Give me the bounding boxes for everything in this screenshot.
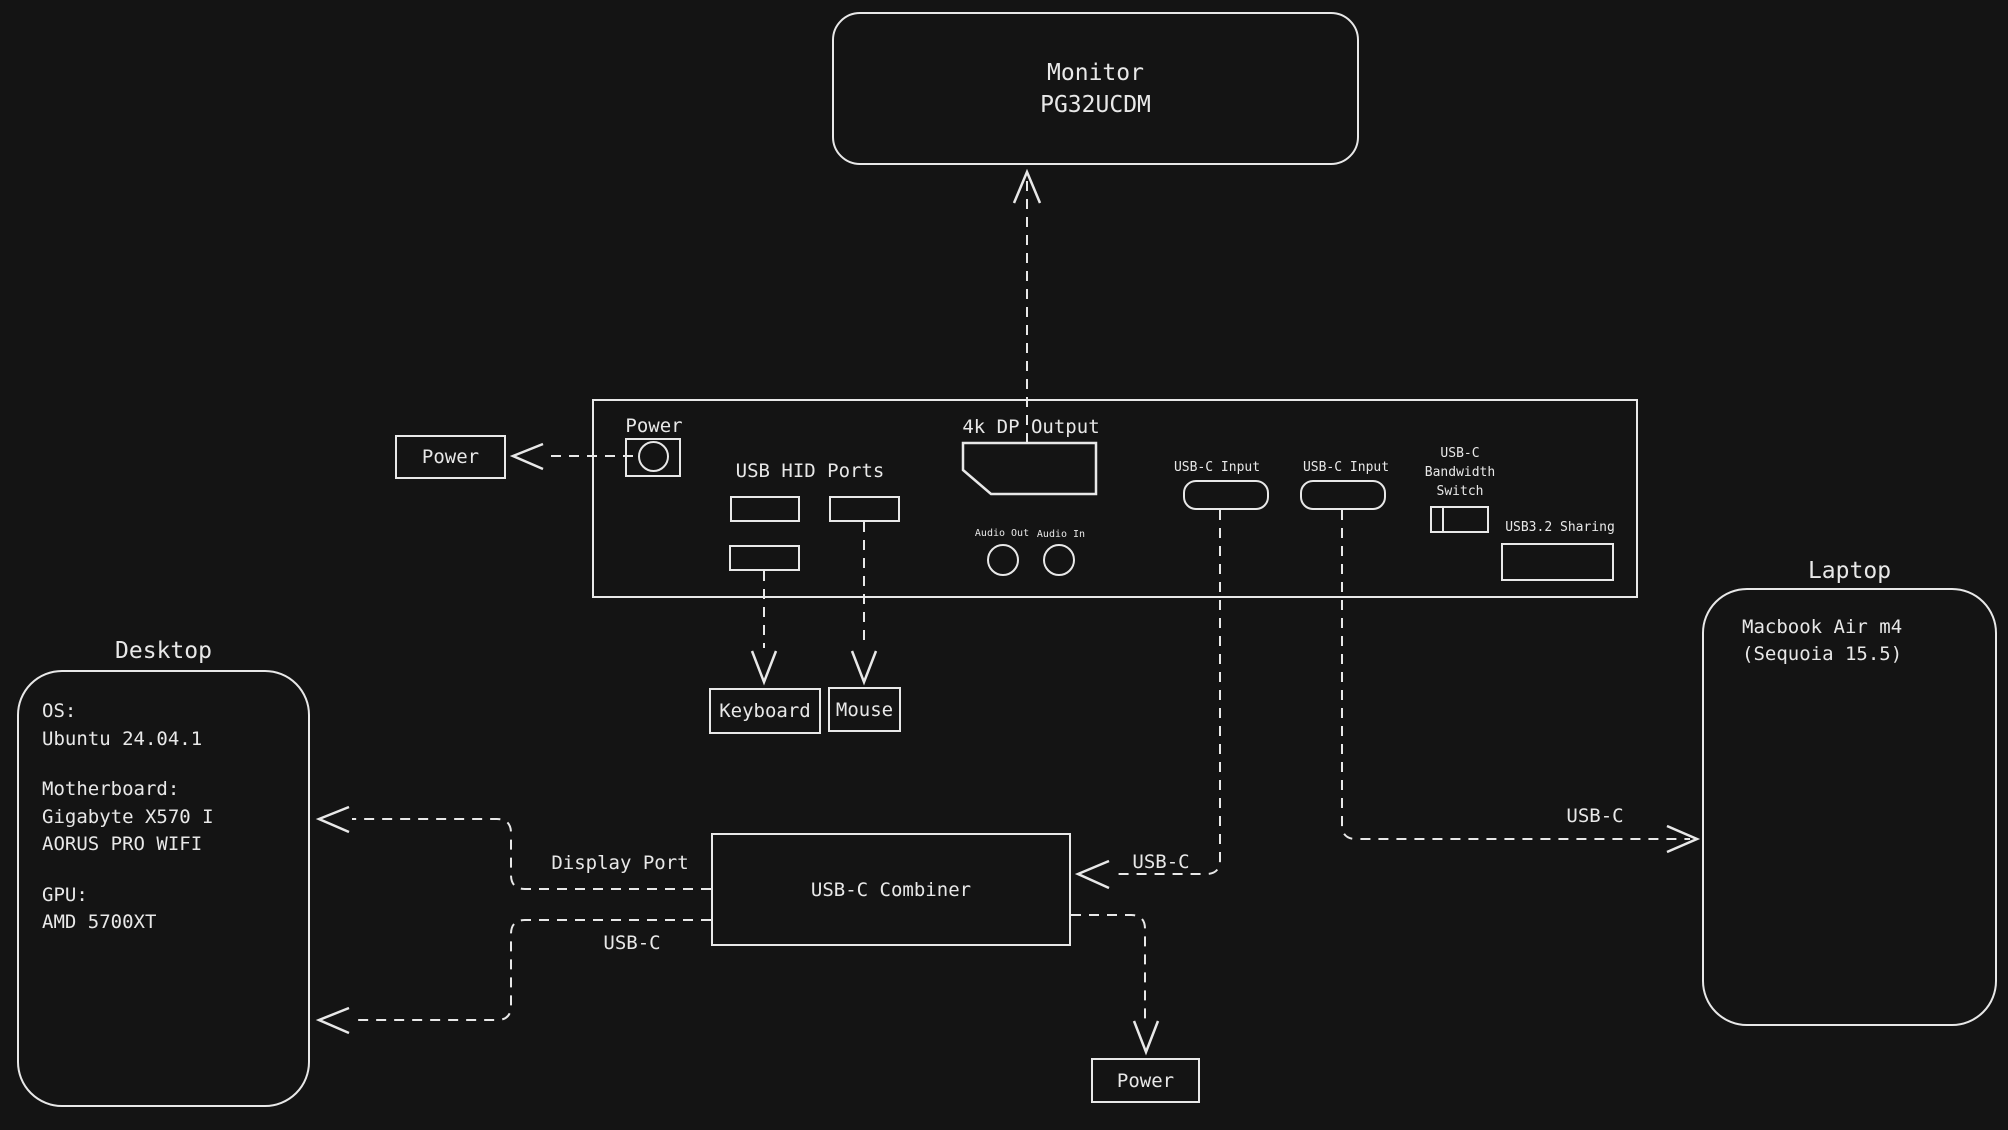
bandwidth-switch: [1430, 506, 1489, 533]
power-box-left: Power: [395, 435, 506, 479]
mouse-box: Mouse: [828, 687, 901, 732]
power-box-bottom: Power: [1091, 1058, 1200, 1103]
keyboard-box: Keyboard: [709, 688, 821, 734]
usb32-sharing-label: USB3.2 Sharing: [1505, 519, 1615, 535]
desktop-gpu-value: AMD 5700XT: [42, 911, 157, 933]
display-port-link-label: Display Port: [551, 852, 689, 874]
usbc-input2-to-laptop-line: [1341, 510, 1690, 840]
desktop-os-value: Ubuntu 24.04.1: [42, 727, 203, 750]
desktop-title: Desktop: [115, 638, 212, 664]
usbc-desktop-link-label: USB-C: [603, 932, 661, 954]
dp-output-label: 4k DP Output: [962, 416, 1100, 438]
arrowhead-to-desktop-usbc: [315, 1006, 350, 1035]
laptop-specs: Macbook Air m4 (Sequoia 15.5): [1742, 614, 1982, 667]
dp-connector-icon: [961, 441, 1098, 496]
usbc-desktop-line: [352, 919, 711, 1021]
monitor-box: Monitor PG32UCDM: [832, 12, 1359, 165]
arrowhead-to-combiner: [1074, 859, 1110, 890]
combiner-power-line: [1071, 914, 1146, 1020]
laptop-title: Laptop: [1807, 558, 1892, 584]
desktop-gpu-label: GPU:: [42, 883, 88, 906]
usb-hid-ports-label: USB HID Ports: [735, 460, 885, 482]
arrowhead-to-desktop-dp: [315, 805, 350, 834]
desktop-motherboard-value-2: AORUS PRO WIFI: [42, 833, 203, 855]
desktop-motherboard-value-1: Gigabyte X570 I: [42, 805, 214, 828]
desktop-specs: OS: Ubuntu 24.04.1 Motherboard: Gigabyte…: [42, 698, 292, 937]
usbc-input-2-port: [1300, 480, 1386, 510]
desktop-box: [17, 670, 310, 1107]
audio-out-jack: [987, 544, 1019, 576]
desktop-motherboard-label: Motherboard:: [42, 778, 180, 800]
arrowhead-to-laptop: [1666, 824, 1701, 854]
audio-in-label: Audio In: [1036, 528, 1086, 540]
audio-in-jack: [1043, 544, 1075, 576]
audio-out-label: Audio Out: [974, 527, 1030, 539]
usb-hid-port: [730, 496, 800, 522]
arrowhead-to-mouse: [850, 650, 878, 686]
usbc-input-2-label: USB-C Input: [1302, 459, 1390, 475]
laptop-os: (Sequoia 15.5): [1742, 642, 1903, 665]
usbc-input-1-port: [1183, 480, 1269, 510]
arrowhead-to-power-left: [509, 442, 544, 471]
usb-hid-port: [729, 545, 800, 571]
monitor-model: PG32UCDM: [1040, 91, 1151, 118]
bandwidth-switch-label: USB-C Bandwidth Switch: [1424, 446, 1496, 499]
arrowhead-to-keyboard: [750, 650, 778, 686]
usbc-input1-to-combiner-line: [1112, 510, 1221, 875]
monitor-title: Monitor: [1047, 59, 1144, 86]
power-jack: [625, 438, 681, 477]
desktop-os-label: OS:: [42, 700, 77, 722]
hub-power-label: Power: [625, 415, 683, 437]
combiner-box: USB-C Combiner: [711, 833, 1071, 946]
arrowhead-to-monitor: [1012, 168, 1042, 204]
power-jack-icon: [638, 441, 669, 472]
usbc-combiner-link-label: USB-C: [1132, 851, 1190, 873]
usbc-laptop-link-label: USB-C: [1566, 805, 1624, 827]
usb32-sharing-port: [1501, 543, 1614, 581]
laptop-model: Macbook Air m4: [1742, 616, 1903, 638]
usbc-input-1-label: USB-C Input: [1173, 459, 1261, 475]
hub-box: [592, 399, 1638, 598]
laptop-box: [1702, 588, 1997, 1026]
usb-hid-port: [829, 496, 900, 522]
arrowhead-to-power-bottom: [1132, 1020, 1160, 1056]
